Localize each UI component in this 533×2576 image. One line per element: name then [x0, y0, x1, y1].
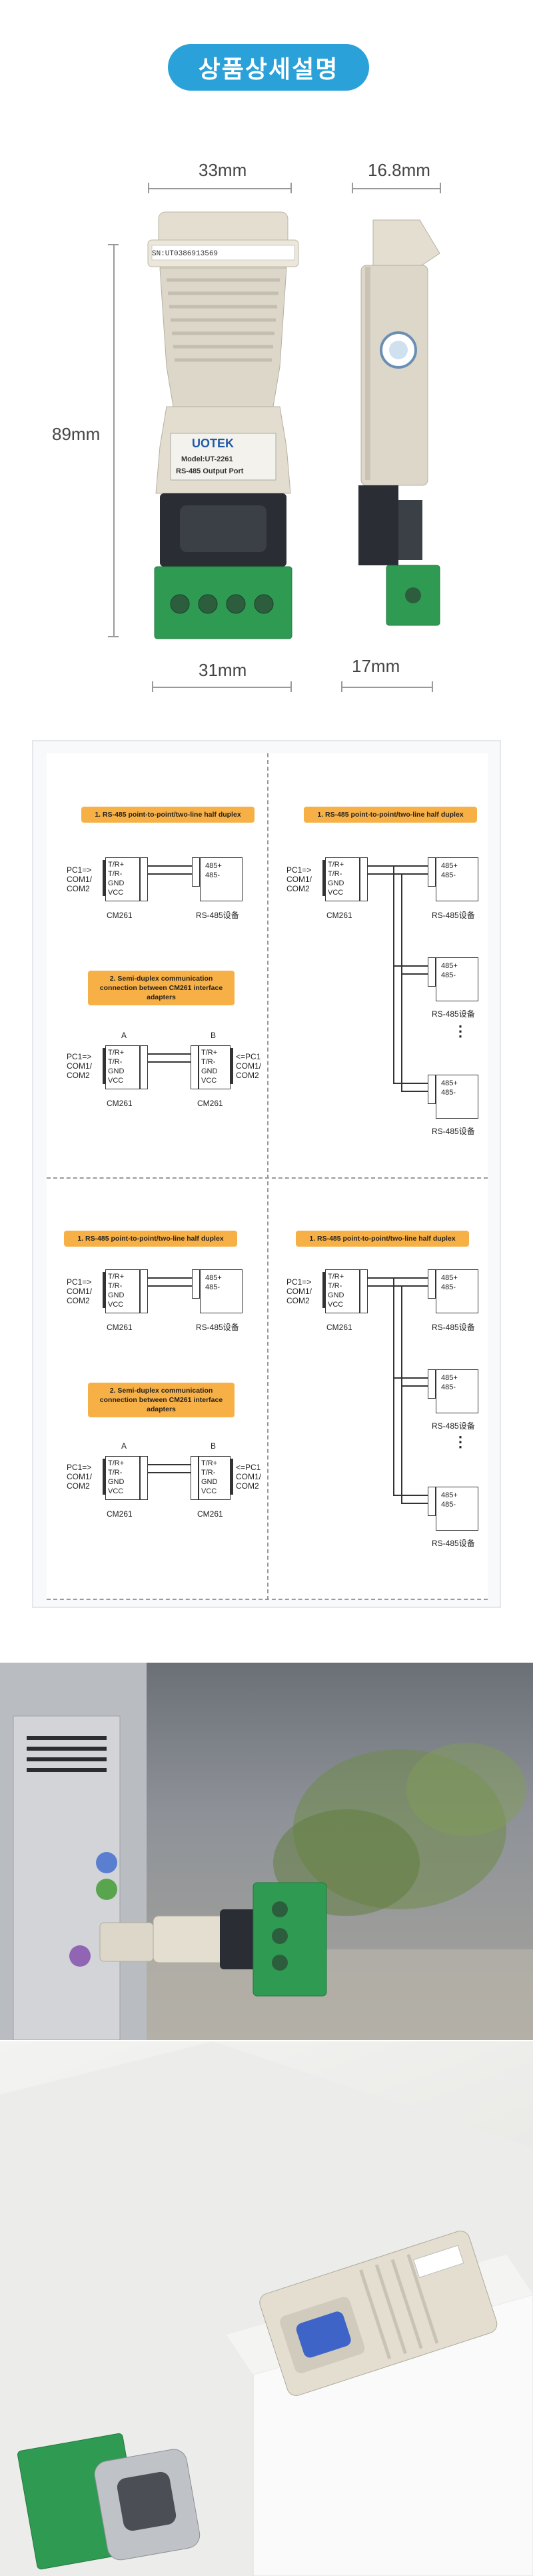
product-photo-pc [0, 1663, 533, 2040]
label-a: A [121, 1441, 127, 1451]
cm261-label: CM261 [107, 911, 133, 920]
cm261-label: CM261 [107, 1509, 133, 1519]
label-b: B [211, 1441, 217, 1451]
product-brand: UOTEK [192, 437, 234, 450]
cm261-label: CM261 [197, 1509, 223, 1519]
rs485-device-label: RS-485设备 [432, 1421, 475, 1431]
label-a: A [121, 1031, 127, 1040]
diagram-label-p2p: 1. RS-485 point-to-point/two-line half d… [296, 1231, 469, 1247]
wiring-diagram-panel: 1. RS-485 point-to-point/two-line half d… [32, 740, 501, 1608]
product-front-image [147, 211, 299, 639]
cm261-label: CM261 [107, 1099, 133, 1108]
rs485-device-label: RS-485设备 [432, 1009, 475, 1019]
diagram-label-semi: 2. Semi-duplex communication connection … [88, 971, 235, 1005]
more-devices-dots: ⋮ [453, 1023, 468, 1039]
rs485-device-label: RS-485设备 [432, 911, 475, 920]
rs485-device-label: RS-485设备 [432, 1539, 475, 1548]
dim-top-width: 33mm [199, 160, 247, 180]
pc-label: PC1=>COM1/COM2 [67, 865, 93, 893]
cm261-label: CM261 [107, 1323, 133, 1332]
cm261-label: CM261 [326, 911, 352, 920]
page-title: 상품상세설명 [168, 44, 369, 91]
label-b: B [211, 1031, 217, 1040]
cm261-label: CM261 [197, 1099, 223, 1108]
product-port: RS-485 Output Port [176, 467, 244, 475]
diagram-label-p2p: 1. RS-485 point-to-point/two-line half d… [81, 807, 255, 823]
diagram-label-semi: 2. Semi-duplex communication connection … [88, 1383, 235, 1417]
dim-side-depth: 16.8mm [368, 160, 430, 180]
product-photo-studio [0, 2041, 533, 2576]
product-serial: SN:UT0386913569 [152, 250, 219, 258]
cm261-label: CM261 [326, 1323, 352, 1332]
more-devices-dots: ⋮ [453, 1433, 468, 1450]
rs485-device-label: RS-485设备 [432, 1127, 475, 1136]
dim-height: 89mm [52, 424, 101, 444]
diagram-label-p2p: 1. RS-485 point-to-point/two-line half d… [64, 1231, 237, 1247]
rs485-pins: 485+485- [205, 862, 222, 879]
product-side-image [358, 219, 440, 626]
rs485-device-label: RS-485设备 [432, 1323, 475, 1332]
dim-bottom-side: 17mm [352, 656, 400, 676]
product-model: Model:UT-2261 [181, 455, 233, 463]
rs485-device-label: RS-485设备 [196, 911, 239, 920]
rs485-device-label: RS-485设备 [196, 1323, 239, 1332]
diagram-label-p2p: 1. RS-485 point-to-point/two-line half d… [304, 807, 477, 823]
dim-bottom-width: 31mm [199, 660, 247, 680]
